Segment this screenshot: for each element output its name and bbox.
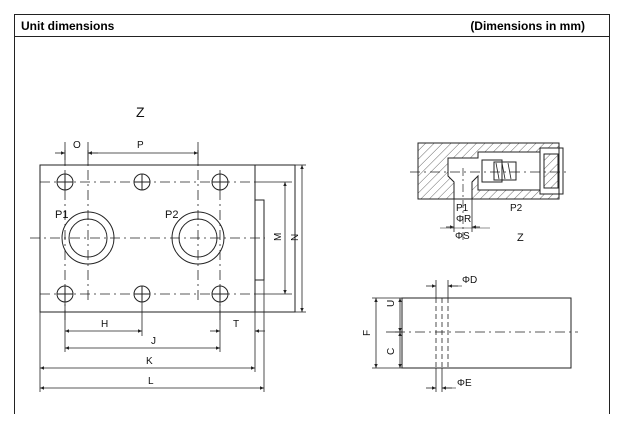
port-label-p2: P2 [165, 209, 178, 221]
dim-u: U [386, 300, 397, 307]
dim-e: ΦE [457, 378, 472, 389]
dim-m: M [273, 233, 284, 241]
dim-d: ΦD [462, 275, 477, 286]
section-label-p2: P2 [510, 203, 523, 214]
side-view: ΦD ΦE F U C [362, 275, 578, 392]
view-label-z: Z [136, 104, 145, 120]
section-label-r: ΦR [456, 214, 471, 225]
panel-header: Unit dimensions (Dimensions in mm) [15, 15, 609, 37]
dim-f: F [362, 330, 373, 336]
plan-view: Z [30, 104, 306, 392]
dim-j: J [151, 336, 156, 347]
dim-k: K [146, 356, 153, 367]
units-note: (Dimensions in mm) [470, 19, 585, 33]
port-label-p1: P1 [55, 209, 68, 221]
dim-h: H [101, 319, 108, 330]
dim-c: C [386, 348, 397, 355]
port-p1 [61, 211, 115, 265]
dim-p: P [137, 140, 144, 151]
dim-n: N [290, 234, 301, 241]
section-view: P1 ΦR ΦS P2 Z [410, 142, 570, 244]
dim-t: T [233, 319, 239, 330]
bolt-holes [56, 173, 229, 303]
dimensions-panel: Unit dimensions (Dimensions in mm) [14, 14, 610, 414]
side-body [401, 297, 572, 369]
section-label-p1: P1 [456, 203, 469, 214]
port-p2 [171, 211, 225, 265]
dim-l: L [148, 376, 154, 387]
panel-title: Unit dimensions [21, 19, 115, 33]
side-boss [254, 199, 265, 281]
section-view-label-z: Z [517, 232, 524, 244]
section-label-s: ΦS [455, 231, 470, 242]
dim-o: O [73, 140, 81, 151]
